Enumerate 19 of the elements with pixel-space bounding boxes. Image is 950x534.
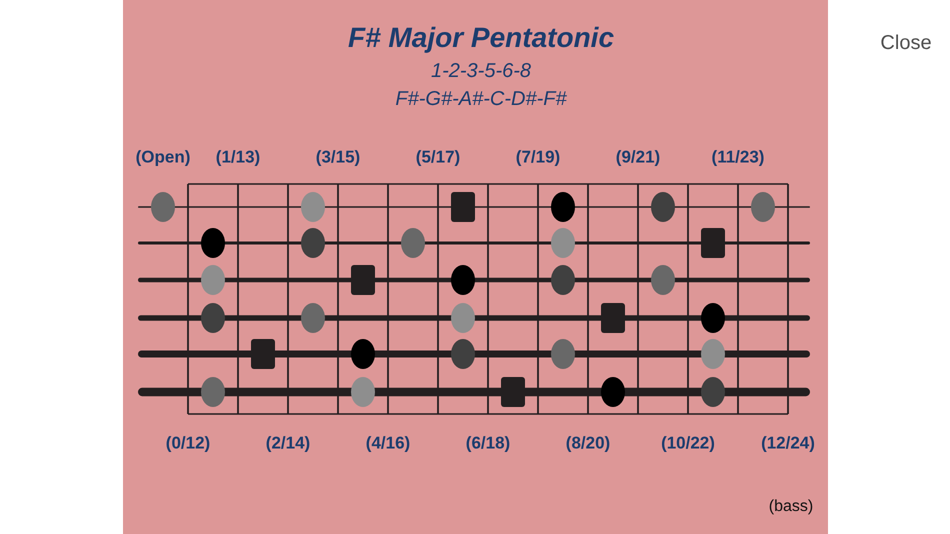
fret-number: (Open) xyxy=(136,148,190,166)
fret-number: (9/21) xyxy=(616,148,660,166)
fret-number: (10/22) xyxy=(661,434,715,452)
fret-number: (6/18) xyxy=(466,434,510,452)
fret-number: (8/20) xyxy=(566,434,610,452)
note-names: F#-G#-A#-C-D#-F# xyxy=(395,89,567,109)
title: F# Major Pentatonic xyxy=(348,24,614,52)
instrument-note: (bass) xyxy=(768,499,814,515)
fret-number: (7/19) xyxy=(516,148,560,166)
fret-number: (1/13) xyxy=(216,148,260,166)
fret-number: (4/16) xyxy=(366,434,410,452)
fret-number: (11/23) xyxy=(712,148,764,166)
fret-number: (0/12) xyxy=(166,434,210,452)
fret-number: (2/14) xyxy=(266,434,310,452)
fret-number: (5/17) xyxy=(416,148,460,166)
fret-number: (12/24) xyxy=(761,434,815,452)
close-button: Close xyxy=(880,33,932,53)
fret-number: (3/15) xyxy=(316,148,360,166)
scale-degrees: 1-2-3-5-6-8 xyxy=(430,61,532,81)
